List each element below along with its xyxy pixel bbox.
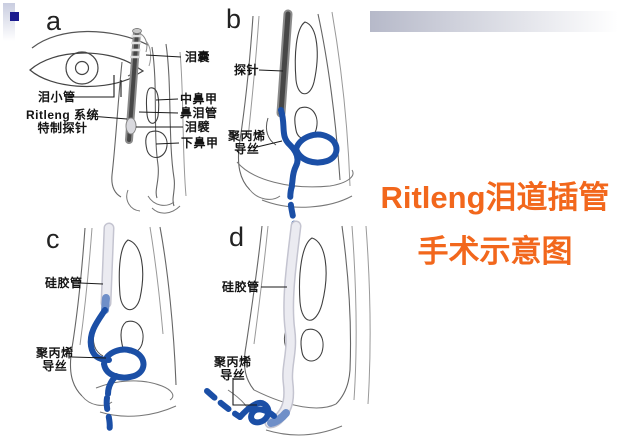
guidewire-dashed — [204, 388, 243, 420]
label-guidewire-b-line1: 聚丙烯 — [228, 129, 266, 143]
label-silicone-tube-c: 硅胶管 — [45, 276, 83, 290]
nasal-contour — [179, 51, 187, 197]
slide-title-line1: Ritleng泪道插管 — [380, 180, 610, 215]
label-guidewire-c-line1: 聚丙烯 — [36, 346, 74, 360]
iris-circle — [65, 51, 99, 85]
panel-b-drawing — [236, 9, 354, 239]
nasal-contour — [317, 13, 341, 181]
label-ritleng-probe-line1: Ritleng 系统 — [26, 108, 99, 122]
lacrimal-sac-outline — [145, 40, 152, 67]
top-gradient-bar — [370, 11, 618, 32]
silicone-tube — [266, 222, 300, 427]
label-silicone-tube-d: 硅胶管 — [222, 280, 260, 294]
nasal-contour — [253, 389, 337, 409]
label-nasolacrimal-duct: 鼻泪管 — [180, 106, 218, 120]
label-guidewire-d: 聚丙烯 导丝 — [214, 356, 252, 382]
nasal-contour — [265, 117, 277, 146]
label-guidewire-c-line2: 导丝 — [42, 359, 68, 373]
label-guidewire-c: 聚丙烯 导丝 — [36, 347, 74, 373]
nasal-contour — [265, 425, 343, 436]
nasal-contour — [351, 225, 357, 401]
nasal-contour — [236, 161, 354, 188]
panel-b-leader-lines — [256, 69, 284, 148]
label-lacrimal-sac: 泪囊 — [185, 50, 211, 64]
label-guidewire-b-line2: 导丝 — [234, 142, 260, 156]
middle-turbinate-shape — [145, 87, 160, 124]
nasal-contour — [69, 227, 86, 397]
nasal-contour — [253, 225, 269, 345]
label-probe: 探针 — [234, 63, 260, 77]
tube-to-wire-junction — [267, 409, 290, 427]
guidewire — [105, 373, 119, 397]
slide-title-line2: 手术示意图 — [417, 234, 573, 269]
nasal-contour — [165, 43, 176, 207]
panel-a-drawing — [29, 28, 187, 214]
label-middle-turbinate: 中鼻甲 — [180, 92, 218, 106]
label-guidewire-d-line2: 导丝 — [220, 368, 246, 382]
nasal-contour — [149, 226, 164, 335]
panel-a-leader-lines — [68, 54, 183, 145]
panel-b-letter: b — [226, 4, 242, 34]
nasal-contour — [365, 225, 371, 405]
inferior-turbinate-shape — [145, 130, 168, 159]
panel-d-letter: d — [229, 222, 245, 252]
label-guidewire-b: 聚丙烯 导丝 — [228, 130, 266, 156]
label-inferior-turbinate: 下鼻甲 — [181, 136, 219, 150]
panel-d-drawing — [204, 220, 371, 436]
lacrimal-fold-shape — [125, 117, 137, 135]
nasal-contour — [159, 226, 177, 386]
turbinate-shape — [299, 237, 327, 321]
nasal-contour — [237, 15, 254, 191]
nasal-contour — [111, 61, 123, 198]
nasal-contour — [331, 11, 351, 187]
turbinate-shape — [300, 328, 324, 362]
label-ritleng-probe-line2: 特制探针 — [37, 121, 88, 135]
nasal-contour — [243, 225, 263, 391]
nasal-contour — [151, 205, 181, 214]
label-lacrimal-fold: 泪襞 — [185, 120, 211, 134]
nasal-contour — [261, 195, 353, 208]
nasal-contour — [126, 189, 141, 212]
nasal-contour — [99, 405, 177, 417]
label-canaliculus: 泪小管 — [38, 90, 76, 104]
panel-a-letter: a — [46, 6, 62, 36]
panel-c-letter: c — [46, 224, 60, 254]
guidewire-dashed — [103, 395, 113, 435]
nasal-contour — [79, 227, 93, 346]
guidewire-loop — [237, 400, 277, 426]
panel-d-leader-lines — [232, 286, 287, 406]
silicone-tube — [102, 224, 113, 307]
pupil-circle — [74, 60, 90, 76]
guidewire-loop — [292, 131, 340, 166]
probe-core — [278, 11, 291, 116]
label-ritleng-probe: Ritleng 系统 特制探针 — [26, 109, 99, 135]
guidewire — [87, 307, 112, 363]
nasal-contour — [147, 195, 175, 206]
eye-outline — [29, 52, 145, 88]
label-guidewire-d-line1: 聚丙烯 — [214, 355, 252, 369]
nose-tip-curl — [81, 395, 113, 406]
nose-tip-curl — [249, 189, 281, 200]
turbinate-shape — [118, 239, 144, 311]
guidewire-loop — [100, 346, 147, 381]
panel-c-drawing — [69, 222, 177, 435]
nasal-contour — [335, 225, 352, 405]
turbinate-shape — [294, 21, 318, 95]
nasal-contour — [247, 15, 260, 139]
bullet-square-icon — [10, 12, 19, 21]
panel-c-leader-lines — [71, 282, 107, 359]
nasal-contour — [151, 46, 159, 199]
probe-cap — [132, 28, 142, 34]
